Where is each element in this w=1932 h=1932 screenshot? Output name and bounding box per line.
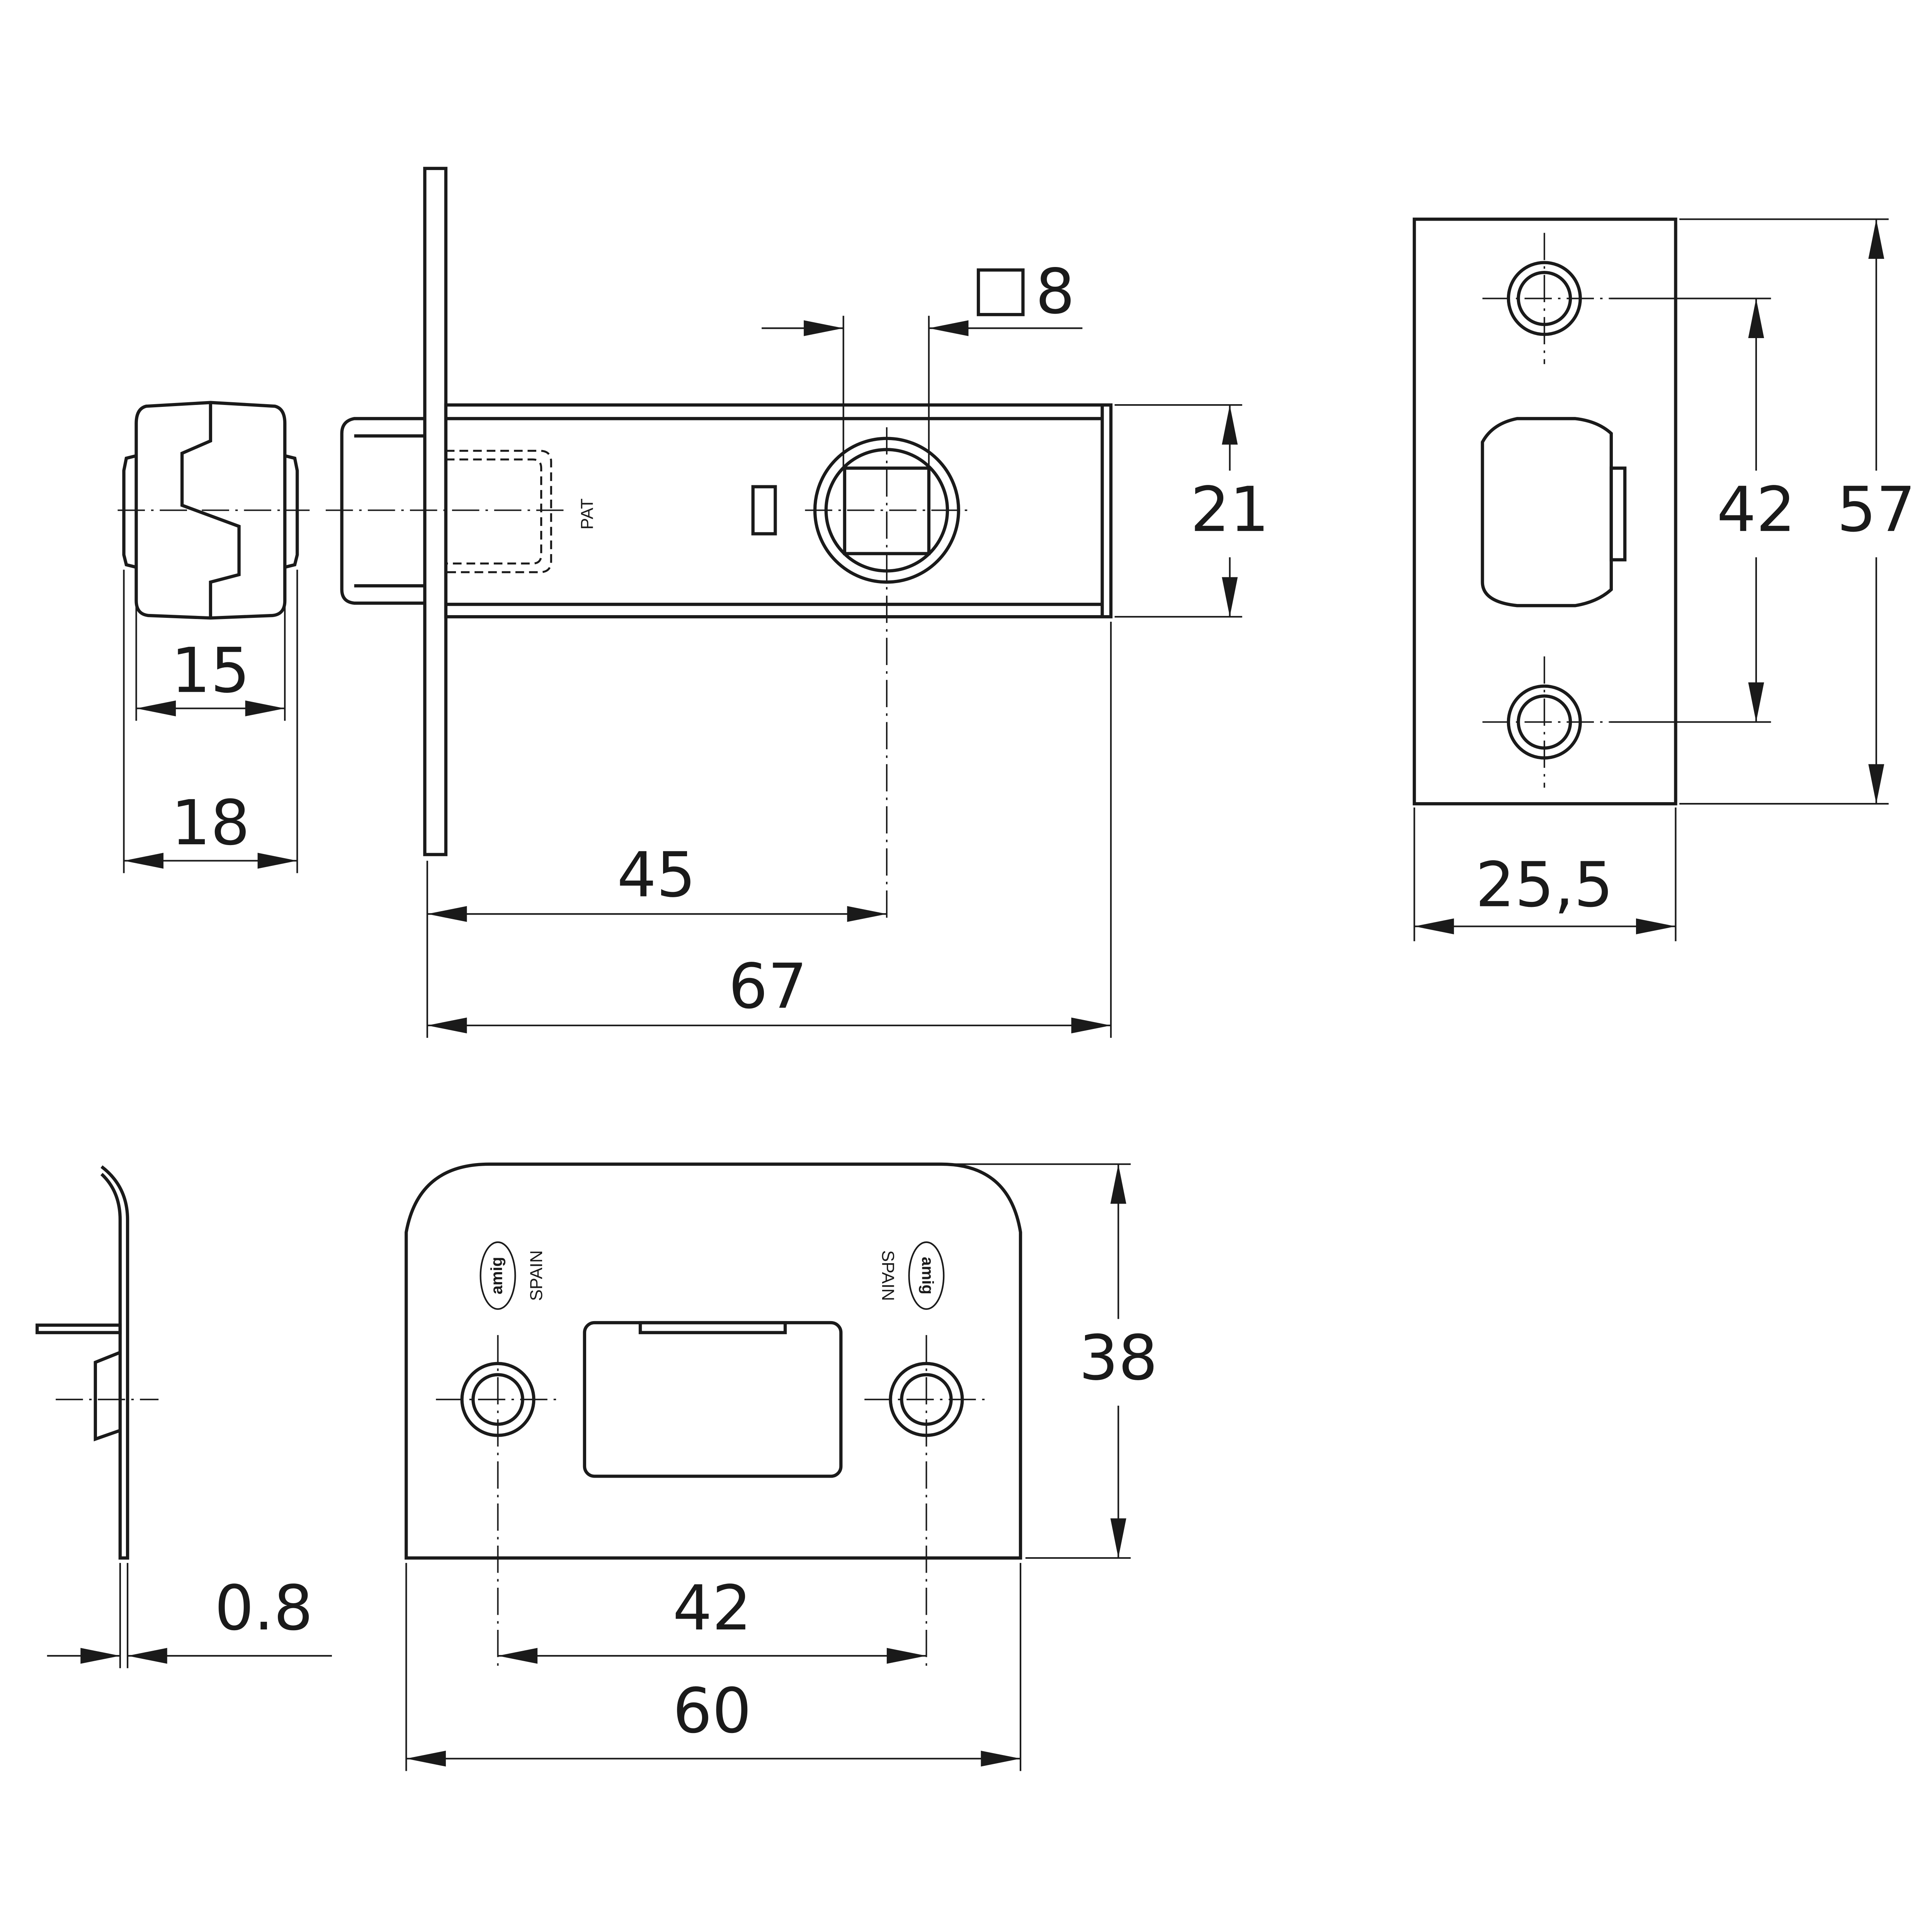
square-symbol-icon bbox=[976, 268, 1025, 316]
dim-height-57: 57 bbox=[1837, 473, 1916, 546]
dim-bolt-15: 15 bbox=[171, 634, 250, 707]
spain-marking-right: SPAIN bbox=[878, 1250, 898, 1301]
svg-text:amig: amig bbox=[918, 1257, 937, 1294]
spain-marking-left: SPAIN bbox=[526, 1250, 546, 1301]
dim-backset-45: 45 bbox=[617, 839, 696, 911]
dim-bolt-18: 18 bbox=[171, 787, 250, 859]
dim-height-21: 21 bbox=[1190, 473, 1269, 546]
svg-text:amig: amig bbox=[487, 1257, 505, 1294]
dim-width-60: 60 bbox=[673, 1675, 752, 1747]
amig-logo-right: amig bbox=[908, 1241, 945, 1310]
latch-dimensions: 8 21 15 18 45 67 bbox=[123, 255, 1269, 1038]
bolt-end-view bbox=[117, 401, 310, 620]
pat-marking: PAT bbox=[577, 498, 597, 530]
dim-length-67: 67 bbox=[728, 950, 807, 1022]
latch-side-view: PAT bbox=[325, 167, 1113, 923]
faceplate-view: 42 57 25,5 bbox=[1413, 218, 1916, 941]
strike-plate-profile: 0.8 bbox=[35, 1165, 332, 1668]
dim-thickness-0-8: 0.8 bbox=[214, 1572, 313, 1644]
dim-height-38: 38 bbox=[1079, 1322, 1158, 1394]
dim-width-25-5: 25,5 bbox=[1475, 849, 1613, 921]
amig-logo-left: amig bbox=[480, 1241, 516, 1310]
strike-plate-view: amig SPAIN amig SPAIN 38 42 60 bbox=[405, 1162, 1158, 1771]
dim-hole-spacing-42: 42 bbox=[1717, 473, 1796, 546]
dim-hole-spacing-42b: 42 bbox=[673, 1572, 752, 1644]
dim-spindle-square: 8 bbox=[1036, 255, 1075, 328]
